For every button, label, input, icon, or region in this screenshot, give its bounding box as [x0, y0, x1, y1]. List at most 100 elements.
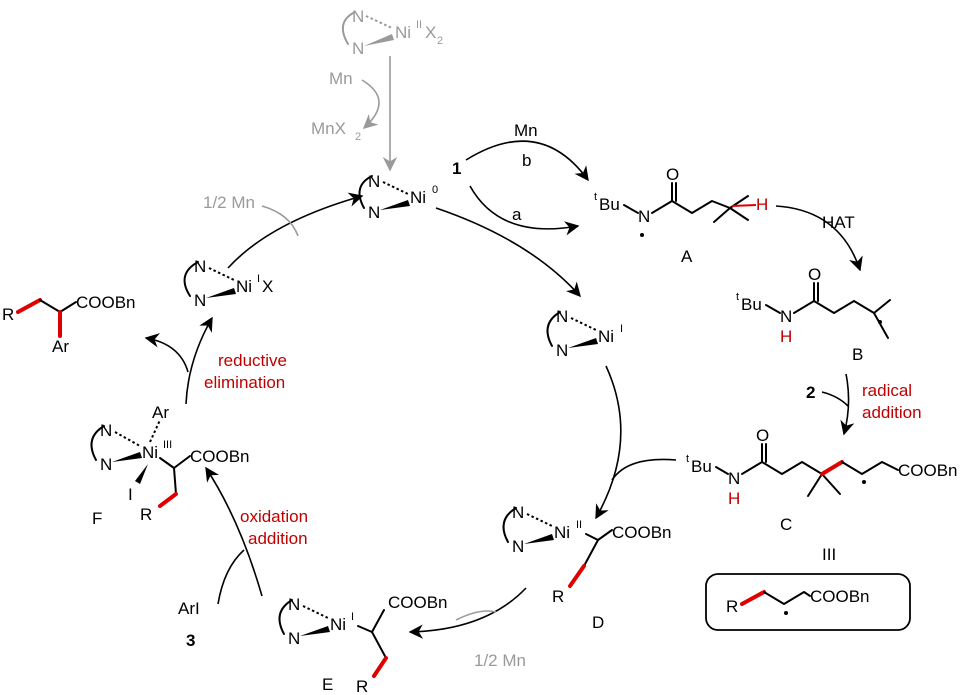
- ni0-ni: Ni: [410, 188, 426, 207]
- ni0-n-top: N: [368, 172, 380, 191]
- oxidation-addition-line1: oxidation: [240, 507, 308, 526]
- aryl-iodide: ArI: [178, 599, 200, 618]
- boxed-radical: R COOBn: [726, 587, 870, 616]
- nix-ox-state: I: [257, 273, 260, 285]
- mnx2-subscript: 2: [355, 131, 361, 143]
- ni0-n-bottom: N: [368, 203, 380, 222]
- e-r: R: [356, 677, 368, 695]
- half-mn-bottom: 1/2 Mn: [474, 651, 526, 670]
- substrate-label: 1: [452, 159, 461, 178]
- reductive-elimination-line1: reductive: [218, 351, 287, 370]
- product-release-arrow: [144, 333, 189, 373]
- mn-path-b: Mn: [514, 121, 538, 140]
- arylated-product: R COOBn Ar: [2, 293, 136, 356]
- half-mn-bottom-arrow: [455, 610, 497, 621]
- c-tbu-sup: t: [686, 453, 689, 465]
- nix-ni: Ni: [236, 277, 252, 296]
- f-n-top: N: [100, 421, 112, 440]
- path-b-label: b: [522, 151, 531, 170]
- f-r: R: [140, 505, 152, 524]
- hat-label: HAT: [822, 213, 855, 232]
- ni0-ox-state: 0: [432, 184, 438, 196]
- e-n-bottom: N: [288, 629, 300, 648]
- complex-d-label: D: [592, 613, 604, 632]
- ni-i-x-complex: N N Ni I X: [183, 257, 273, 310]
- hat-arrow: [775, 205, 863, 272]
- a-tbu: Bu: [599, 195, 620, 214]
- mn-reductant: Mn: [329, 69, 353, 88]
- nii-n-bottom: N: [556, 341, 568, 360]
- b-h: H: [780, 327, 792, 346]
- nix-n-top: N: [194, 257, 206, 276]
- alkyl-radical-c: t Bu N H O COOBn: [686, 426, 958, 508]
- complex-e-label: E: [322, 675, 333, 694]
- radical-addition-arrow: [840, 373, 855, 436]
- c-o: O: [756, 426, 769, 445]
- box-r: R: [726, 597, 738, 616]
- a-n: N: [638, 207, 650, 226]
- half-mn-top: 1/2 Mn: [203, 193, 255, 212]
- c-tbu: Bu: [691, 457, 712, 476]
- complex-f-label: F: [92, 509, 102, 528]
- precatalyst-ni-ii-x2: N N Ni II X 2: [341, 7, 443, 58]
- precat-n-bottom: N: [352, 39, 364, 58]
- e-n-top: N: [288, 595, 300, 614]
- ni0-to-nii-arrow: [435, 207, 581, 298]
- nix-n-bottom: N: [194, 291, 206, 310]
- f-ox-state: III: [163, 439, 172, 451]
- c-n: N: [728, 469, 740, 488]
- c-ester: COOBn: [898, 461, 958, 480]
- f-i: I: [128, 485, 133, 504]
- radical-box: [705, 573, 911, 631]
- alkyl-radical-b: t Bu N H O: [736, 265, 891, 346]
- precat-n-top: N: [352, 7, 364, 26]
- box-ester: COOBn: [810, 587, 870, 606]
- b-tbu: Bu: [741, 295, 762, 314]
- d-n-top: N: [512, 503, 524, 522]
- d-r: R: [552, 587, 564, 606]
- f-ar: Ar: [152, 403, 169, 422]
- a-tbu-sup: t: [594, 191, 597, 203]
- reductive-elimination-line2: elimination: [204, 373, 285, 392]
- radical-addition-line2: addition: [862, 403, 922, 422]
- path-a-arrow: [469, 185, 580, 236]
- d-ni: Ni: [554, 523, 570, 542]
- f-ni: Ni: [142, 443, 158, 462]
- oxidation-addition-line2: addition: [248, 529, 308, 548]
- amidyl-radical-a: t Bu N O H: [594, 165, 768, 237]
- precat-ni: Ni: [395, 23, 411, 42]
- b-o: O: [808, 265, 821, 284]
- d-ester: COOBn: [612, 523, 672, 542]
- half-mn-top-arrow: [261, 205, 299, 237]
- nii-to-d-arrow: [595, 365, 622, 520]
- product-ar: Ar: [52, 337, 69, 356]
- roman-numeral-label: III: [822, 545, 836, 564]
- f-n-bottom: N: [100, 455, 112, 474]
- nii-ni: Ni: [598, 327, 614, 346]
- ni-i-alkyl-complex-e: N N Ni I COOBn R: [278, 593, 448, 695]
- radical-c-label: C: [780, 515, 792, 534]
- e-ester: COOBn: [388, 593, 448, 612]
- path-b-arrow: [465, 140, 589, 182]
- radical-addition-line1: radical: [862, 381, 912, 400]
- ni0-complex: N N Ni 0: [358, 172, 438, 222]
- precat-ox-state: II: [416, 19, 422, 31]
- precat-x: X: [425, 23, 436, 42]
- e-ni: Ni: [330, 615, 346, 634]
- mnx2-byproduct: MnX: [311, 119, 346, 138]
- radical-c-capture-arrow: [611, 458, 677, 481]
- d-to-e-arrow: [408, 587, 527, 639]
- d-n-bottom: N: [512, 537, 524, 556]
- path-a-label: a: [512, 205, 522, 224]
- b-tbu-sup: t: [736, 291, 739, 303]
- product-ester: COOBn: [76, 293, 136, 312]
- ni-ii-alkyl-complex-d: N N Ni II COOBn R: [502, 503, 672, 606]
- ni-i-complex: N N Ni I: [546, 307, 623, 360]
- nii-n-top: N: [556, 307, 568, 326]
- c-h: H: [728, 489, 740, 508]
- radical-a-label: A: [681, 247, 693, 266]
- acrylate-in-arrow: [821, 391, 849, 407]
- mn-curved-arrow: [361, 79, 380, 129]
- d-ox-state: II: [576, 519, 582, 531]
